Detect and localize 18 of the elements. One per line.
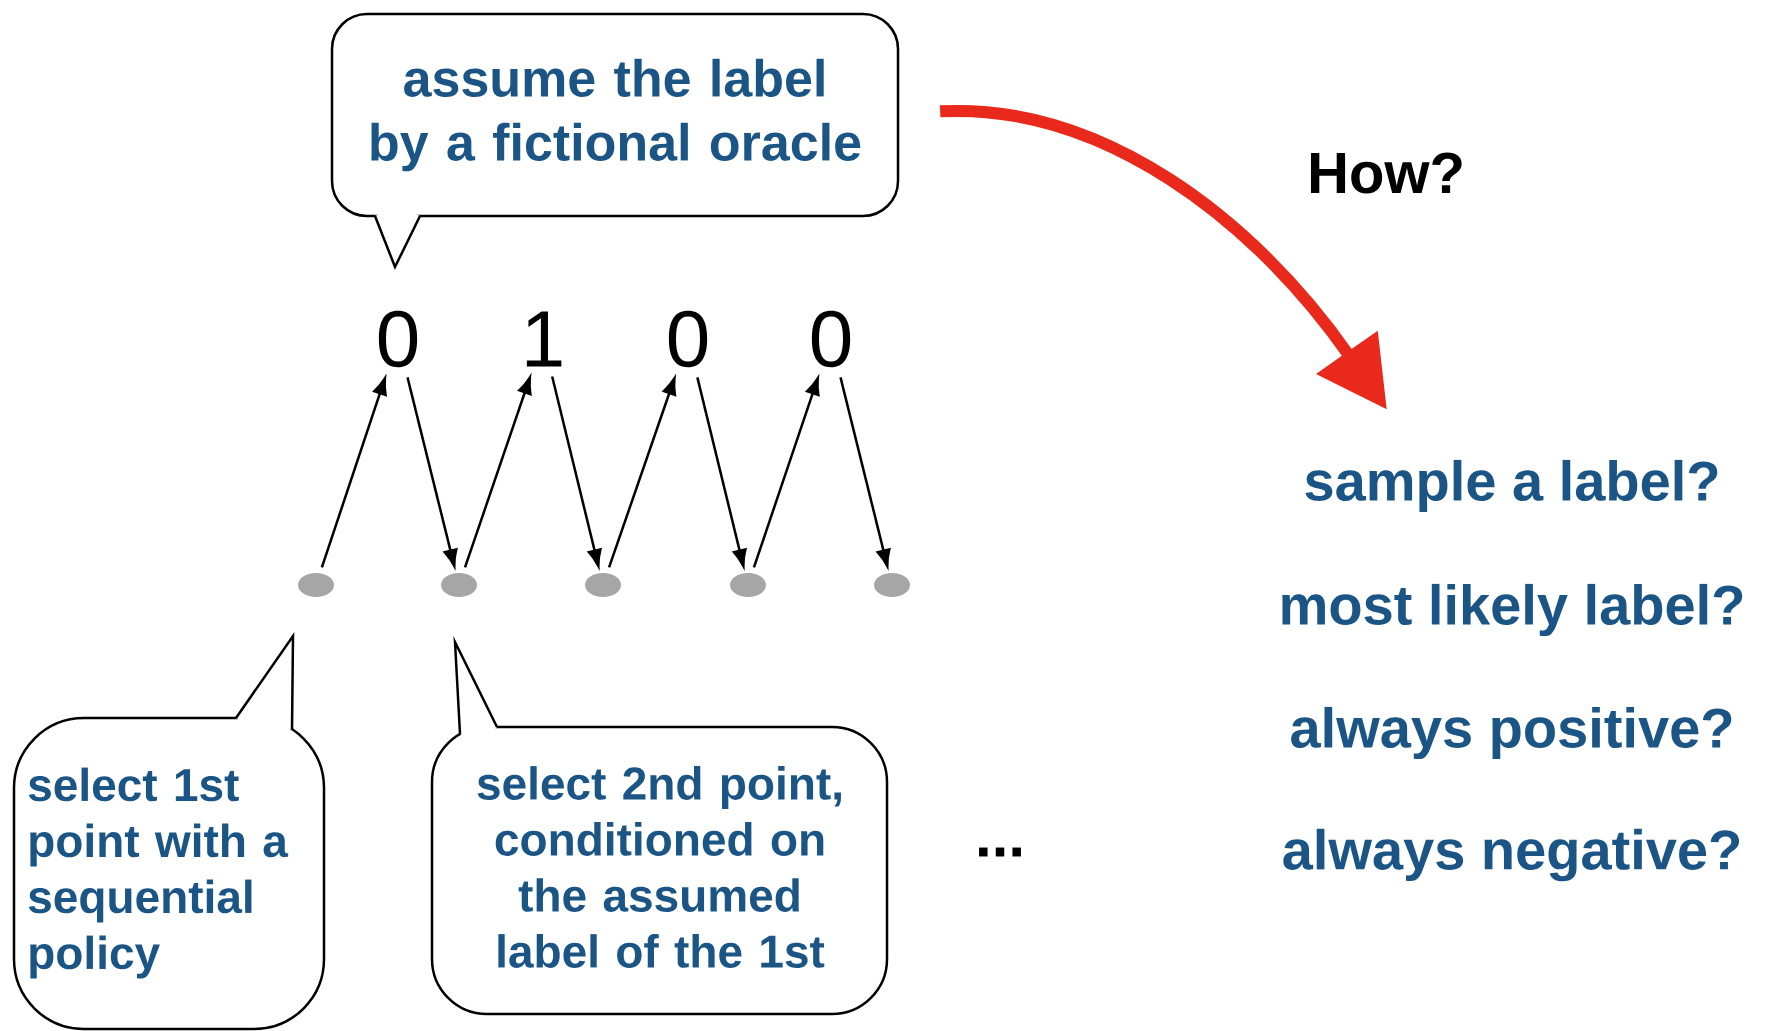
digit-label: 0 <box>378 310 418 368</box>
data-point <box>730 573 766 597</box>
question-text: sample a label? <box>1305 459 1718 513</box>
speech-bubble: select 1st point with a sequential policy <box>12 631 326 1031</box>
question-text: most likely label? <box>1282 583 1743 637</box>
data-point <box>874 573 910 597</box>
question-text: always negative? <box>1283 828 1740 882</box>
speech-bubble: select 2nd point, conditioned on the assumed label of the 1st <box>430 636 889 1016</box>
question-text: always positive? <box>1291 706 1732 760</box>
digit-label: 0 <box>668 310 708 368</box>
ellipsis-text: ... <box>979 847 1021 857</box>
digit-label: 0 <box>811 310 851 368</box>
data-point <box>441 573 477 597</box>
edge-label: How? <box>1304 149 1468 197</box>
speech-bubble: assume the label by a fictional oracle <box>330 12 900 271</box>
data-point <box>585 573 621 597</box>
digit-label: 1 <box>526 311 562 367</box>
data-point <box>298 573 334 597</box>
